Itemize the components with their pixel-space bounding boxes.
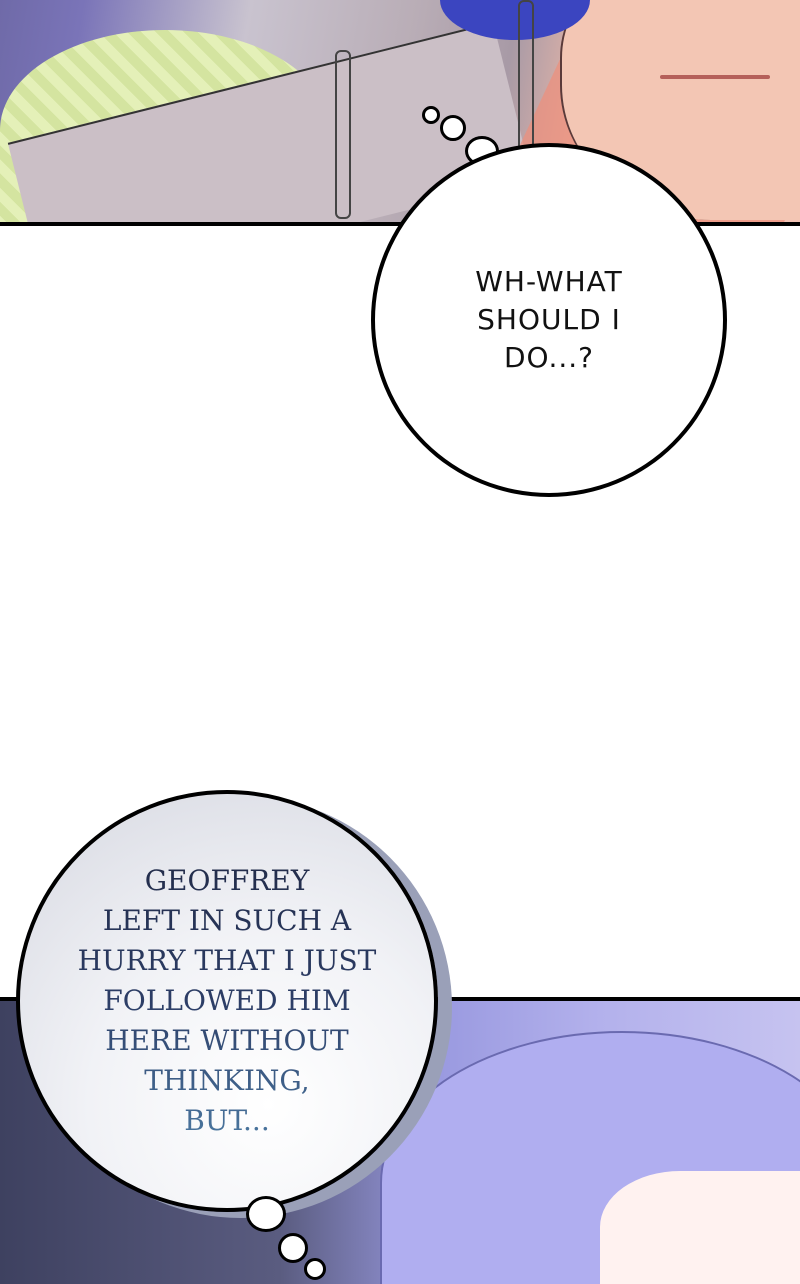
bubble-text: GEOFFREY LEFT IN SUCH A HURRY THAT I JUS… — [37, 861, 417, 1141]
thought-dot — [422, 106, 440, 124]
thought-dot — [440, 115, 466, 141]
earring-chain-right — [518, 0, 534, 154]
thought-dot — [246, 1196, 286, 1232]
character-face — [600, 1171, 800, 1284]
thought-dot — [278, 1233, 308, 1263]
thought-bubble-bottom: GEOFFREY LEFT IN SUCH A HURRY THAT I JUS… — [16, 790, 438, 1212]
thought-dot — [304, 1258, 326, 1280]
earring-chain-left — [335, 50, 351, 219]
top-comic-panel — [0, 0, 800, 226]
character-mouth — [660, 75, 770, 79]
thought-bubble-top: WH-WHAT SHOULD I DO...? — [371, 143, 727, 497]
bubble-text: WH-WHAT SHOULD I DO...? — [475, 265, 623, 374]
